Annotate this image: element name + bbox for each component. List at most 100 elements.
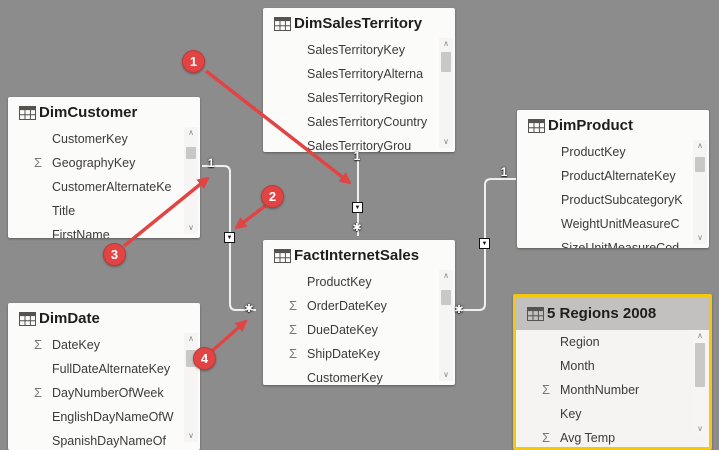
field-row-productalternatekey[interactable]: ProductAlternateKey xyxy=(517,164,709,188)
scroll-down-icon[interactable]: ∨ xyxy=(188,431,194,440)
scroll-up-icon[interactable]: ∧ xyxy=(443,39,449,48)
table-card-header[interactable]: DimProduct xyxy=(517,110,709,140)
scrollbar-thumb[interactable] xyxy=(441,52,451,72)
table-title: 5 Regions 2008 xyxy=(547,305,657,322)
relationship-line-dimcustomer-factinternetsales[interactable] xyxy=(202,165,256,311)
scroll-down-icon[interactable]: ∨ xyxy=(697,424,703,433)
cardinality-one-label: 1 xyxy=(500,165,508,179)
field-name: SalesTerritoryRegion xyxy=(307,91,424,105)
sigma-icon: Σ xyxy=(33,385,43,400)
scrollbar[interactable]: ∧ ∨ xyxy=(439,270,453,381)
field-name: CustomerAlternateKe xyxy=(52,180,172,194)
field-row-spanishdaynameof[interactable]: SpanishDayNameOf xyxy=(8,429,200,450)
field-name: CustomerKey xyxy=(52,132,128,146)
scrollbar-thumb[interactable] xyxy=(186,350,196,367)
scroll-down-icon[interactable]: ∨ xyxy=(443,137,449,146)
table-title: DimSalesTerritory xyxy=(294,15,423,32)
field-name: Key xyxy=(560,407,582,421)
field-row-customeralternateke[interactable]: CustomerAlternateKe xyxy=(8,175,200,199)
table-card-header[interactable]: DimCustomer xyxy=(8,97,200,127)
field-row-key[interactable]: Key xyxy=(516,402,709,426)
field-name: Title xyxy=(52,204,76,218)
table-icon xyxy=(274,17,291,31)
sigma-icon: Σ xyxy=(288,322,298,337)
field-row-customerkey[interactable]: CustomerKey xyxy=(8,127,200,151)
table-card-header[interactable]: DimSalesTerritory xyxy=(263,8,455,38)
scrollbar[interactable]: ∧ ∨ xyxy=(693,330,707,435)
scroll-up-icon[interactable]: ∧ xyxy=(188,334,194,343)
scrollbar-thumb[interactable] xyxy=(441,290,451,305)
field-name: FullDateAlternateKey xyxy=(52,362,171,376)
field-row-title[interactable]: Title xyxy=(8,199,200,223)
table-icon xyxy=(527,307,544,321)
field-row-weightunitmeasurec[interactable]: WeightUnitMeasureC xyxy=(517,212,709,236)
field-name: SalesTerritoryAlterna xyxy=(307,67,424,81)
scroll-up-icon[interactable]: ∧ xyxy=(188,128,194,137)
scroll-up-icon[interactable]: ∧ xyxy=(697,331,703,340)
field-name: WeightUnitMeasureC xyxy=(561,217,680,231)
field-name: SizeUnitMeasureCod xyxy=(561,241,680,248)
scroll-up-icon[interactable]: ∧ xyxy=(697,141,703,150)
scroll-down-icon[interactable]: ∨ xyxy=(443,370,449,379)
scrollbar-thumb[interactable] xyxy=(186,147,196,159)
scrollbar-thumb[interactable] xyxy=(695,343,705,387)
relationship-line-dimproduct-factinternetsales[interactable] xyxy=(459,178,516,311)
table-card-header[interactable]: FactInternetSales xyxy=(263,240,455,270)
field-name: EnglishDayNameOfW xyxy=(52,410,174,424)
field-row-month[interactable]: Month xyxy=(516,354,709,378)
table-card-header[interactable]: DimDate xyxy=(8,303,200,333)
field-name: FirstName xyxy=(52,228,110,238)
field-row-fulldatealternatekey[interactable]: FullDateAlternateKey xyxy=(8,357,200,381)
field-name: ProductKey xyxy=(561,145,626,159)
annotation-circle-3: 3 xyxy=(103,243,126,266)
scroll-up-icon[interactable]: ∧ xyxy=(443,271,449,280)
field-row-firstname[interactable]: FirstName xyxy=(8,223,200,238)
scrollbar-thumb[interactable] xyxy=(695,157,705,172)
field-row-productkey[interactable]: ProductKey xyxy=(517,140,709,164)
field-row-productkey[interactable]: ProductKey xyxy=(263,270,455,294)
field-row-salesterritorykey[interactable]: SalesTerritoryKey xyxy=(263,38,455,62)
field-row-salesterritorygrou[interactable]: SalesTerritoryGrou xyxy=(263,134,455,152)
cardinality-one-label: 1 xyxy=(207,156,215,170)
annotation-circle-1: 1 xyxy=(182,50,205,73)
field-row-salesterritorycountry[interactable]: SalesTerritoryCountry xyxy=(263,110,455,134)
field-row-region[interactable]: Region xyxy=(516,330,709,354)
scroll-down-icon[interactable]: ∨ xyxy=(188,223,194,232)
field-row-productsubcategoryk[interactable]: ProductSubcategoryK xyxy=(517,188,709,212)
field-name: ShipDateKey xyxy=(307,347,380,361)
field-row-salesterritoryregion[interactable]: SalesTerritoryRegion xyxy=(263,86,455,110)
scrollbar[interactable]: ∧ ∨ xyxy=(184,127,198,234)
field-name: SalesTerritoryGrou xyxy=(307,139,412,152)
scrollbar[interactable]: ∧ ∨ xyxy=(184,333,198,442)
scrollbar[interactable]: ∧ ∨ xyxy=(693,140,707,244)
scrollbar[interactable]: ∧ ∨ xyxy=(439,38,453,148)
field-row-sizeunitmeasurecod[interactable]: SizeUnitMeasureCod xyxy=(517,236,709,248)
table-card-header[interactable]: 5 Regions 2008 xyxy=(516,297,709,330)
field-name: Month xyxy=(560,359,595,373)
field-row-customerkey[interactable]: CustomerKey xyxy=(263,366,455,385)
field-name: CustomerKey xyxy=(307,371,383,385)
field-row-salesterritoryalterna[interactable]: SalesTerritoryAlterna xyxy=(263,62,455,86)
field-row-englishdaynameofw[interactable]: EnglishDayNameOfW xyxy=(8,405,200,429)
scroll-down-icon[interactable]: ∨ xyxy=(697,233,703,242)
field-name: SalesTerritoryKey xyxy=(307,43,405,57)
